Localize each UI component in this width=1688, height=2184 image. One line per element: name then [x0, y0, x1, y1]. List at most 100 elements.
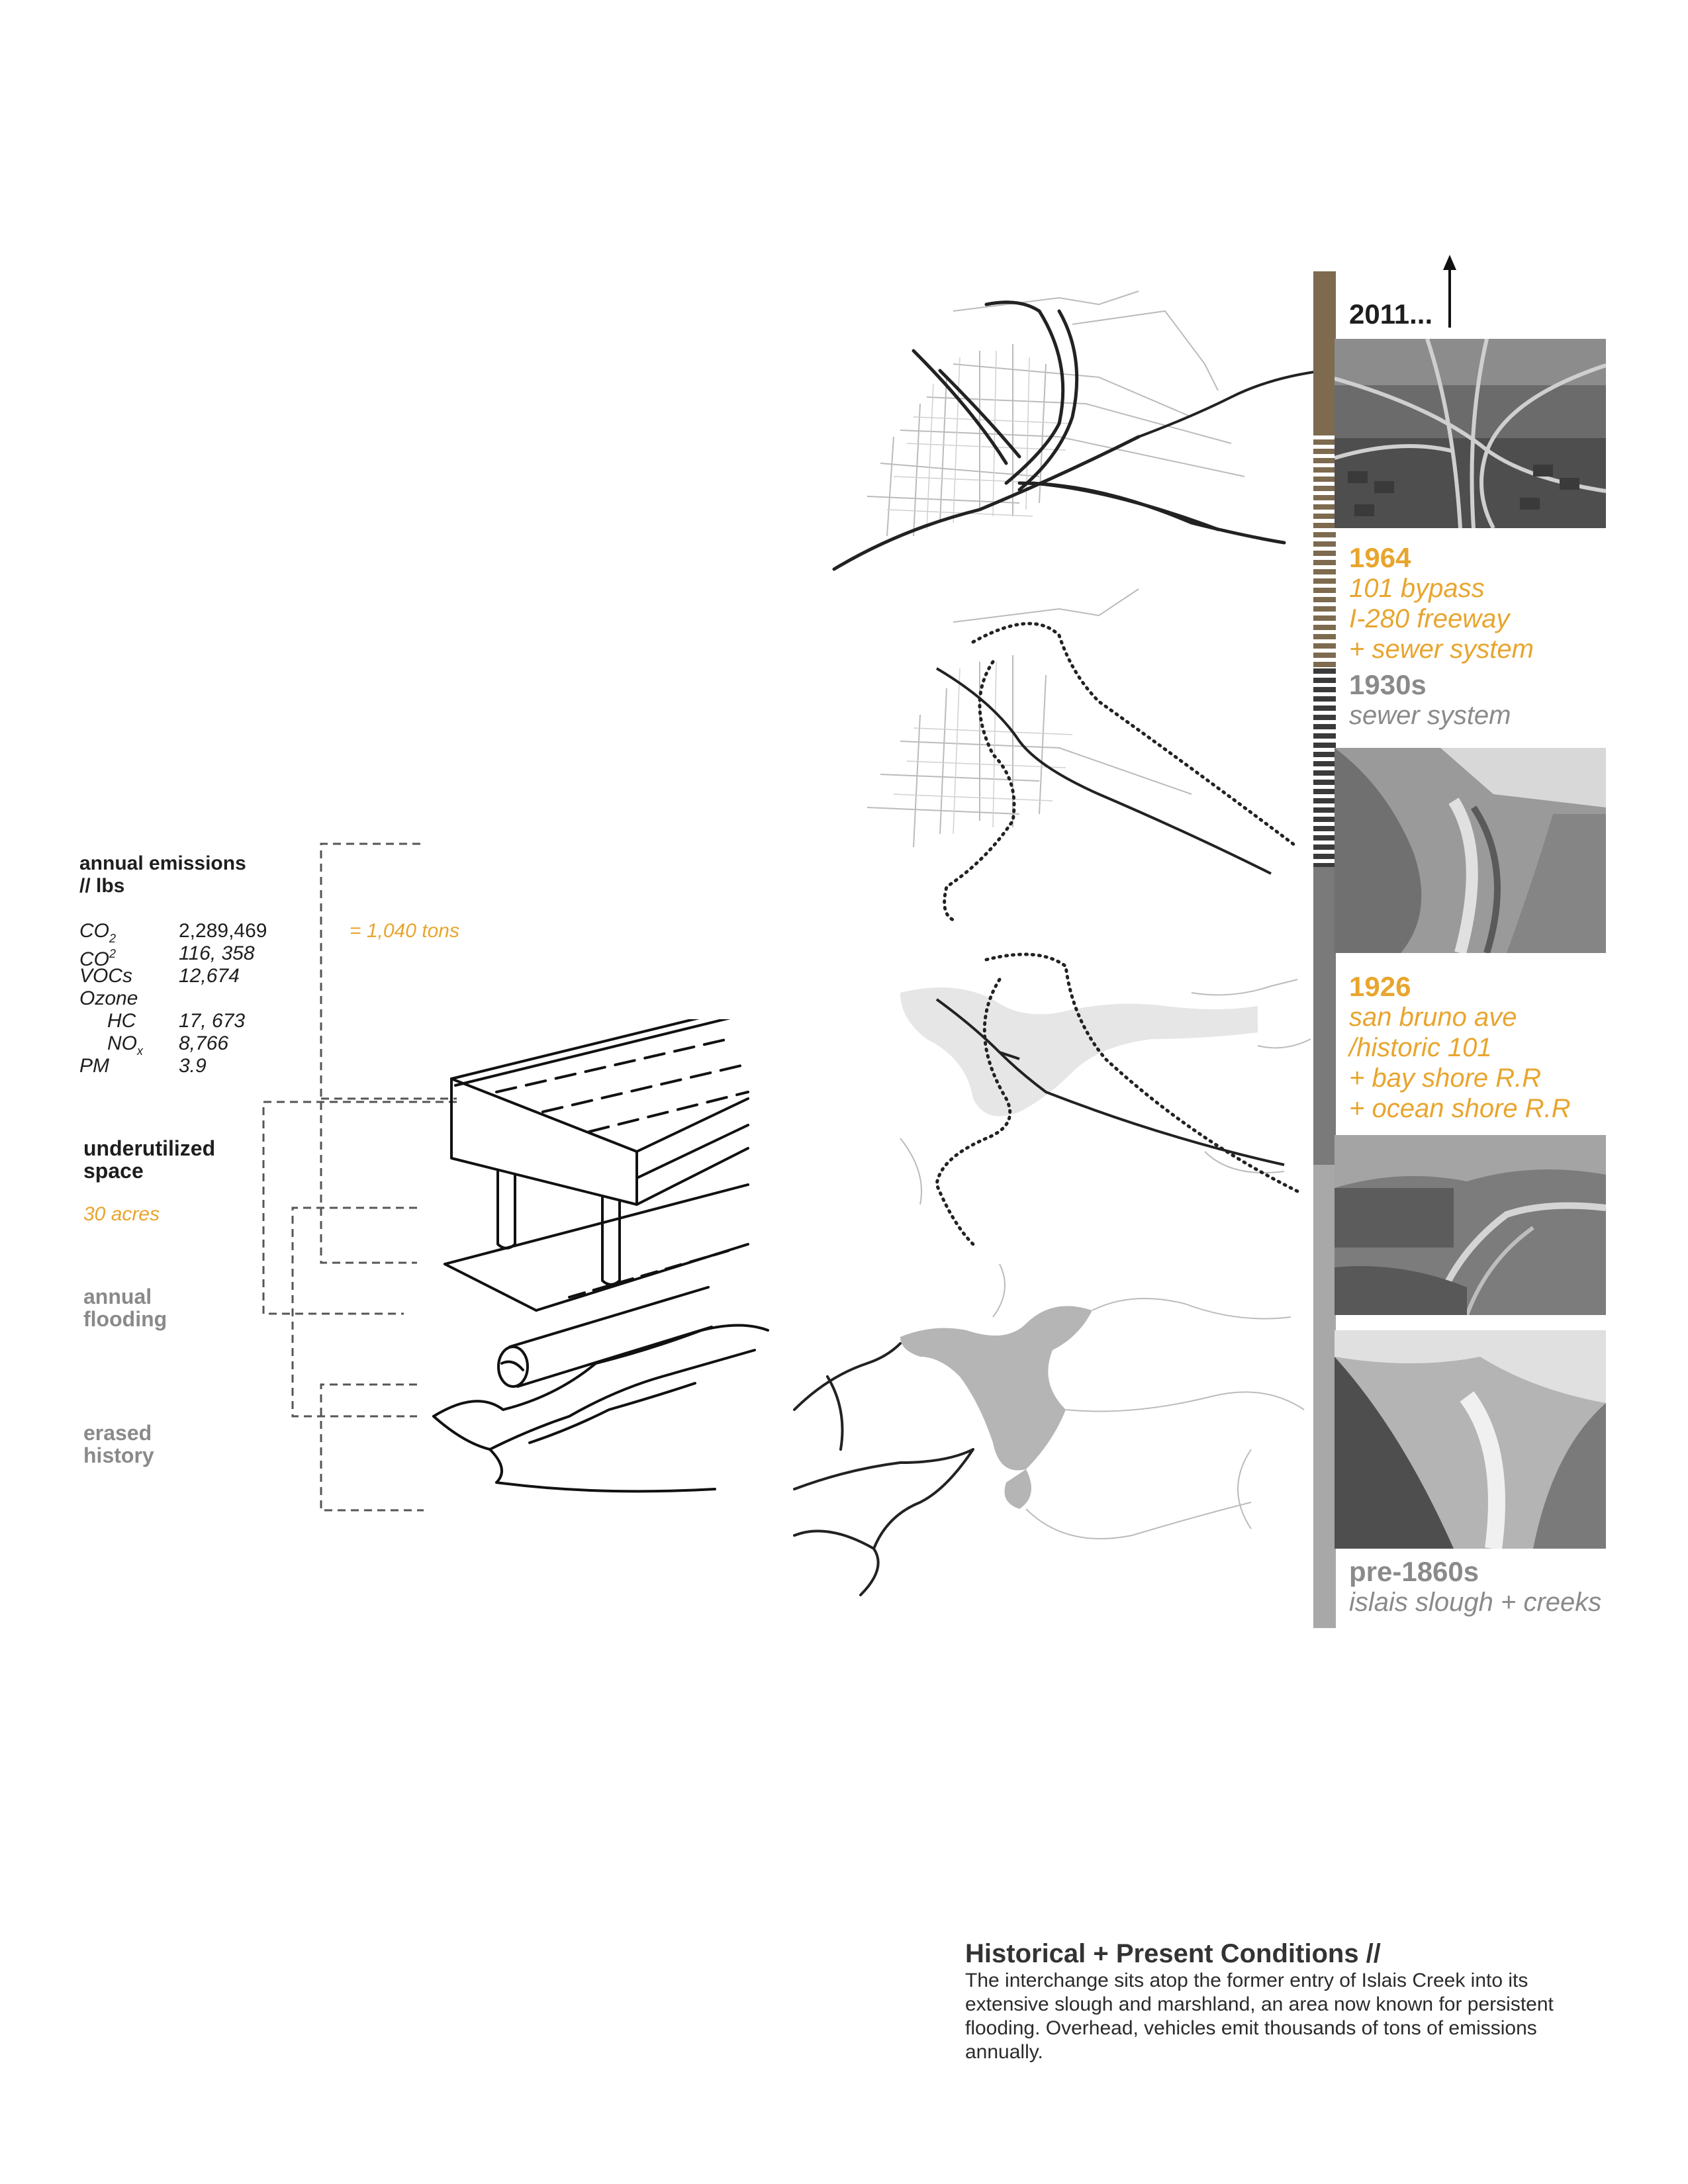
emission-name: CO2 [79, 920, 117, 945]
timeline-stripe [1313, 662, 1336, 667]
era-1926-line: /historic 101 [1349, 1033, 1492, 1062]
era-1964-line: 101 bypass [1349, 574, 1485, 603]
timeline-stripe [1313, 449, 1336, 454]
emission-name: CO2 [79, 947, 117, 970]
emission-name: HC [107, 1010, 136, 1032]
photo-1926-railroad [1335, 1135, 1606, 1315]
photo-2011-interchange [1335, 339, 1606, 528]
timeline-stripe [1313, 687, 1336, 692]
timeline-era-1930s: 1930s sewer system [1349, 670, 1511, 731]
timeline-stripe [1313, 597, 1336, 602]
caption-body: The interchange sits atop the former ent… [965, 1970, 1554, 2063]
timeline-stripe [1313, 634, 1336, 639]
emission-value: 12,674 [179, 965, 240, 987]
timeline-stripe [1313, 504, 1336, 510]
photo-pre1860s-creek [1335, 1330, 1606, 1549]
map-layer-2011 [832, 291, 1324, 571]
timeline-stripe [1313, 541, 1336, 547]
emission-value: 17, 673 [179, 1010, 246, 1032]
timeline-stripe [1313, 439, 1336, 445]
timeline-stripe [1313, 770, 1336, 776]
timeline-stripe [1313, 477, 1336, 482]
timeline-stripe [1313, 514, 1336, 519]
timeline-era-1964: 1964 101 bypass I-280 freeway + sewer sy… [1349, 543, 1534, 664]
up-arrow-icon [1443, 255, 1456, 328]
dashed-connectors [262, 842, 457, 1512]
timeline-stripe [1313, 835, 1336, 841]
emission-name: VOCs [79, 965, 133, 987]
timeline-stripe [1313, 430, 1336, 435]
timeline-stripe [1313, 653, 1336, 658]
map-layer-1926 [900, 952, 1311, 1246]
timeline-stripe [1313, 844, 1336, 850]
timeline-stripe [1313, 863, 1336, 868]
timeline-stripe [1313, 625, 1336, 630]
timeline-stripe [1313, 532, 1336, 537]
map-layer-pre1860s [793, 1263, 1305, 1596]
timeline-label-2011: 2011... [1349, 298, 1433, 330]
timeline-stripe [1313, 467, 1336, 473]
timeline-stripe [1313, 606, 1336, 612]
timeline-stripe [1313, 696, 1336, 702]
emission-value: 116, 358 [179, 942, 255, 964]
era-pre1860s-line: islais slough + creeks [1349, 1588, 1602, 1617]
timeline-stripe [1313, 780, 1336, 785]
emission-name: Ozone [79, 987, 138, 1009]
era-1964-year: 1964 [1349, 542, 1411, 573]
timeline-stripe [1313, 569, 1336, 574]
underutilized-value: 30 acres [83, 1203, 160, 1225]
timeline-stripe [1313, 798, 1336, 803]
emissions-total: = 1,040 tons [350, 920, 459, 942]
era-1926-line: + bay shore R.R [1349, 1064, 1542, 1093]
flooding-label: annual flooding [83, 1285, 167, 1331]
era-1930s-line: sewer system [1349, 701, 1511, 730]
timeline-stripe [1313, 678, 1336, 683]
timeline-era-1926: 1926 san bruno ave /historic 101 + bay s… [1349, 972, 1571, 1124]
era-1926-line: + ocean shore R.R [1349, 1094, 1571, 1123]
era-1964-line: + sewer system [1349, 635, 1534, 664]
timeline-stripe [1313, 807, 1336, 813]
emission-name: NOx [107, 1032, 143, 1058]
timeline-stripe [1313, 724, 1336, 729]
caption-title: Historical + Present Conditions // [965, 1939, 1381, 1968]
emissions-heading: annual emissions // lbs [79, 852, 246, 897]
timeline-era-pre1860s: pre-1860s islais slough + creeks [1349, 1557, 1601, 1617]
era-1964-line: I-280 freeway [1349, 604, 1510, 633]
emission-name: PM [79, 1055, 109, 1077]
era-1926-year: 1926 [1349, 971, 1411, 1002]
underutilized-label: underutilized space [83, 1136, 216, 1183]
timeline-stripe [1313, 588, 1336, 593]
era-1930s-year: 1930s [1349, 669, 1427, 700]
exploded-axonometric-sketch [432, 1019, 769, 1493]
timeline-stripe [1313, 458, 1336, 463]
era-pre1860s-year: pre-1860s [1349, 1556, 1479, 1587]
emissions-heading-line1: annual emissions [79, 852, 246, 874]
emissions-heading-line2: // lbs [79, 875, 125, 897]
caption-block: Historical + Present Conditions // The i… [965, 1939, 1614, 2064]
timeline-stripe [1313, 495, 1336, 500]
timeline-stripe [1313, 705, 1336, 711]
timeline-stripe [1313, 578, 1336, 584]
timeline-stripe [1313, 761, 1336, 766]
timeline-stripe [1313, 743, 1336, 748]
history-label: erased history [83, 1421, 154, 1467]
timeline-stripe [1313, 826, 1336, 831]
timeline-stripe [1313, 733, 1336, 739]
timeline-stripe [1313, 668, 1336, 674]
timeline-stripe [1313, 560, 1336, 565]
timeline-stripe [1313, 715, 1336, 720]
timeline-stripe [1313, 486, 1336, 491]
timeline-stripe [1313, 615, 1336, 621]
timeline-stripe [1313, 643, 1336, 649]
timeline-stripe [1313, 854, 1336, 859]
emission-value: 2,289,469 [179, 920, 267, 942]
emission-value: 3.9 [179, 1055, 207, 1077]
timeline-bar [1313, 271, 1336, 1628]
timeline-stripe [1313, 752, 1336, 757]
timeline-stripe [1313, 817, 1336, 822]
timeline-stripe [1313, 523, 1336, 528]
timeline-stripe [1313, 789, 1336, 794]
timeline-stripe [1313, 551, 1336, 556]
emission-value: 8,766 [179, 1032, 229, 1054]
era-1926-line: san bruno ave [1349, 1003, 1517, 1032]
